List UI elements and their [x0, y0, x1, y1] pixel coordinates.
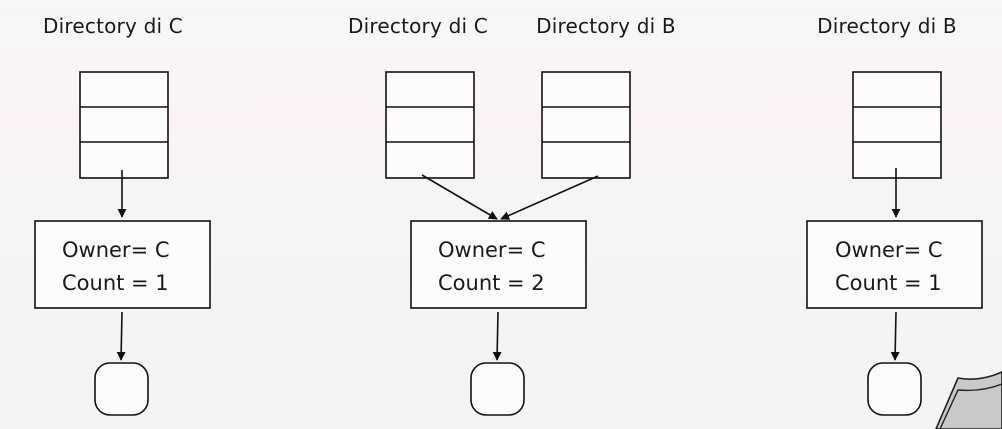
- inode-box-right: Owner= C Count = 1: [806, 220, 983, 309]
- group-left: Directory di C Owner= C Count = 1: [34, 14, 211, 416]
- directory-label-b-right: Directory di B: [817, 14, 957, 38]
- directory-label-c-left: Directory di C: [43, 14, 183, 38]
- directory-label-c-middle: Directory di C: [348, 14, 488, 38]
- inode-count-right: Count = 1: [835, 271, 942, 295]
- inode-owner-middle: Owner= C: [438, 238, 546, 262]
- file-data-node-right: [867, 362, 922, 416]
- inode-count-middle: Count = 2: [438, 271, 545, 295]
- directory-table-c-left: [79, 71, 169, 179]
- directory-table-c-middle: [385, 71, 475, 179]
- edge-inode-to-file-right: [890, 311, 900, 361]
- directory-table-b-right: [852, 71, 942, 179]
- inode-box-middle: Owner= C Count = 2: [410, 220, 587, 309]
- edge-dir-b-to-inode-middle: [500, 175, 599, 220]
- corner-decoration-shape: [935, 371, 1002, 429]
- file-data-node-middle: [470, 362, 525, 416]
- group-middle: Directory di C Directory di B Owner= C C…: [348, 14, 676, 416]
- edge-dir-c-to-inode-middle: [421, 174, 498, 220]
- inode-box-left: Owner= C Count = 1: [34, 220, 211, 309]
- corner-decoration-fold: [939, 383, 1002, 429]
- inode-owner-right: Owner= C: [835, 238, 943, 262]
- edge-inode-to-file-left: [116, 311, 126, 361]
- inode-count-left: Count = 1: [62, 271, 169, 295]
- group-right: Directory di B Owner= C Count = 1: [806, 14, 1002, 429]
- directory-table-b-middle: [541, 71, 631, 179]
- directory-label-b-middle: Directory di B: [536, 14, 676, 38]
- file-data-node-left: [94, 362, 149, 416]
- inode-owner-left: Owner= C: [62, 238, 170, 262]
- edge-inode-to-file-middle: [492, 311, 502, 361]
